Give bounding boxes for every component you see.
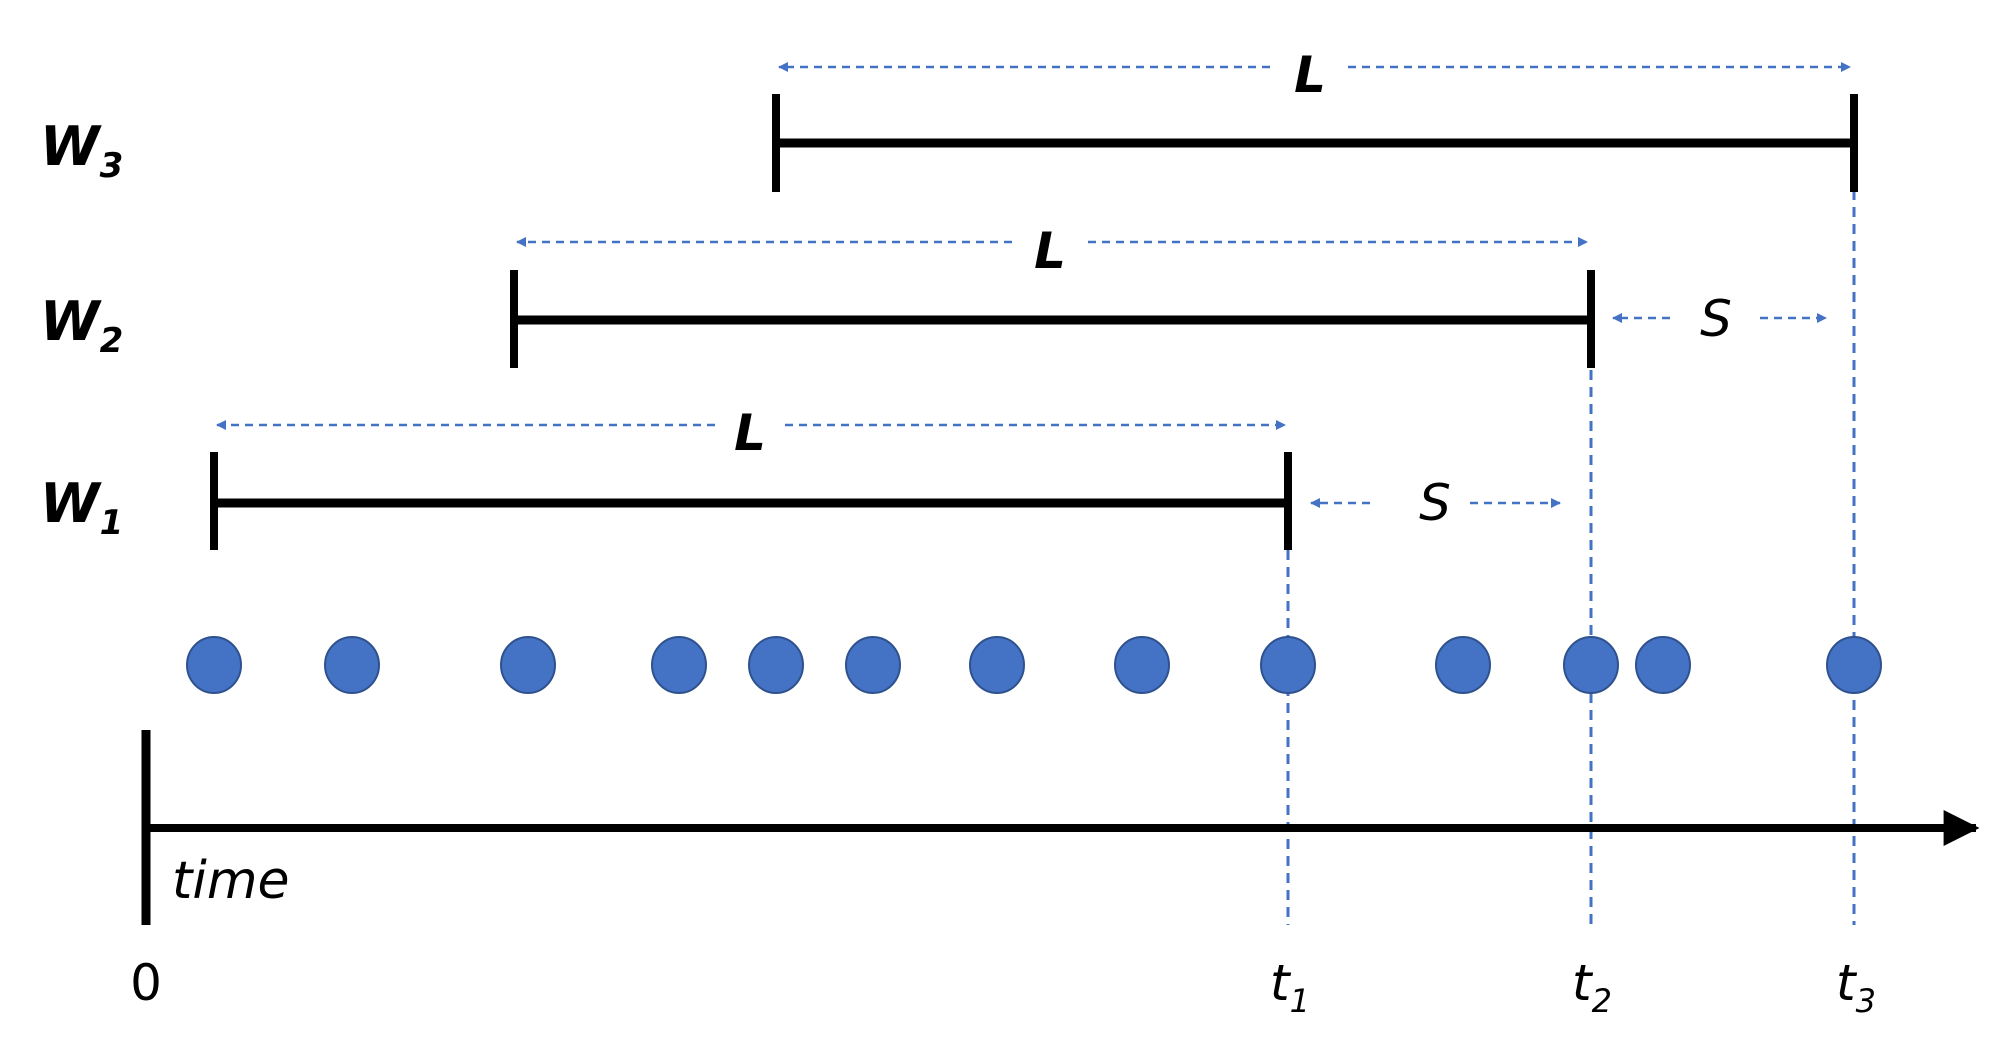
window-1-slide-label: S: [1419, 474, 1451, 532]
time-origin-label: 0: [130, 954, 162, 1012]
event-dot: [1563, 636, 1619, 694]
event-dot: [1635, 636, 1691, 694]
time-axis-label: time: [172, 851, 289, 911]
event-dot: [748, 636, 804, 694]
t1-label: t1: [1270, 954, 1310, 1020]
event-dot: [186, 636, 242, 694]
window-2-label: W2: [40, 290, 123, 361]
window-3-label: W3: [40, 115, 123, 186]
window-3-length-label: L: [1294, 46, 1326, 104]
window-1-length-label: L: [734, 404, 766, 462]
event-dot: [500, 636, 556, 694]
event-dot: [969, 636, 1025, 694]
event-dot: [651, 636, 707, 694]
window-2-slide-label: S: [1700, 290, 1732, 348]
window-2-length-label: L: [1034, 222, 1066, 280]
event-dot: [1260, 636, 1316, 694]
event-dot: [1826, 636, 1882, 694]
t2-label: t2: [1572, 954, 1612, 1020]
event-dot: [1435, 636, 1491, 694]
t3-label: t3: [1836, 954, 1876, 1020]
event-dot: [845, 636, 901, 694]
event-dot: [1114, 636, 1170, 694]
event-dot: [324, 636, 380, 694]
window-1-label: W1: [40, 472, 123, 543]
event-dots: [186, 636, 1882, 694]
